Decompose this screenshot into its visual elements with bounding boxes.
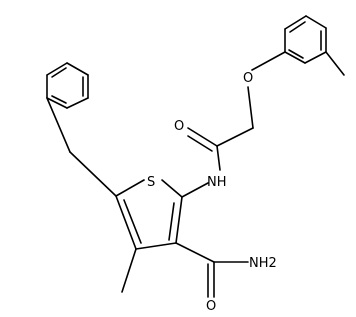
bond [51,95,67,104]
sulfur-label: S [147,175,155,190]
acyl-co-bond [187,127,218,147]
tolyl-methyl-bond [325,51,345,76]
carboxamide-oxygen-label: O [206,299,216,314]
benzyl-bond [69,151,117,197]
bond [46,97,68,109]
bond [46,62,68,76]
bond [289,21,306,33]
ether-bond [251,51,286,71]
amide-nh-bond [216,145,221,171]
acyl-ch2-bond [216,127,254,147]
bond [305,15,327,29]
bond [168,202,175,241]
bond [304,51,327,64]
tolyl-ring [284,15,327,64]
bond [115,195,137,250]
acyl-co-bond [187,135,213,152]
amide-nh-bond [181,182,209,198]
bond [66,97,89,109]
bond [284,15,307,30]
bond [115,179,145,197]
thiophene-ring [115,179,183,250]
bond [288,49,304,59]
acyl-oxygen-label: O [174,119,184,134]
amine-nh2-label: NH2 [249,256,277,271]
benzyl-bond [46,97,71,153]
bond [161,179,183,198]
bond [284,51,306,64]
ether-bond [247,86,254,129]
bond [66,62,89,76]
carboxamide-bond [175,242,215,263]
bond [135,242,177,250]
amide-nh-label: NH [207,175,227,190]
bond [123,199,142,244]
bond [51,67,67,78]
ether-oxygen-label: O [243,71,253,86]
methyl-bond [121,248,137,293]
benzyl-phenyl-ring [46,62,89,109]
bond [175,196,183,244]
